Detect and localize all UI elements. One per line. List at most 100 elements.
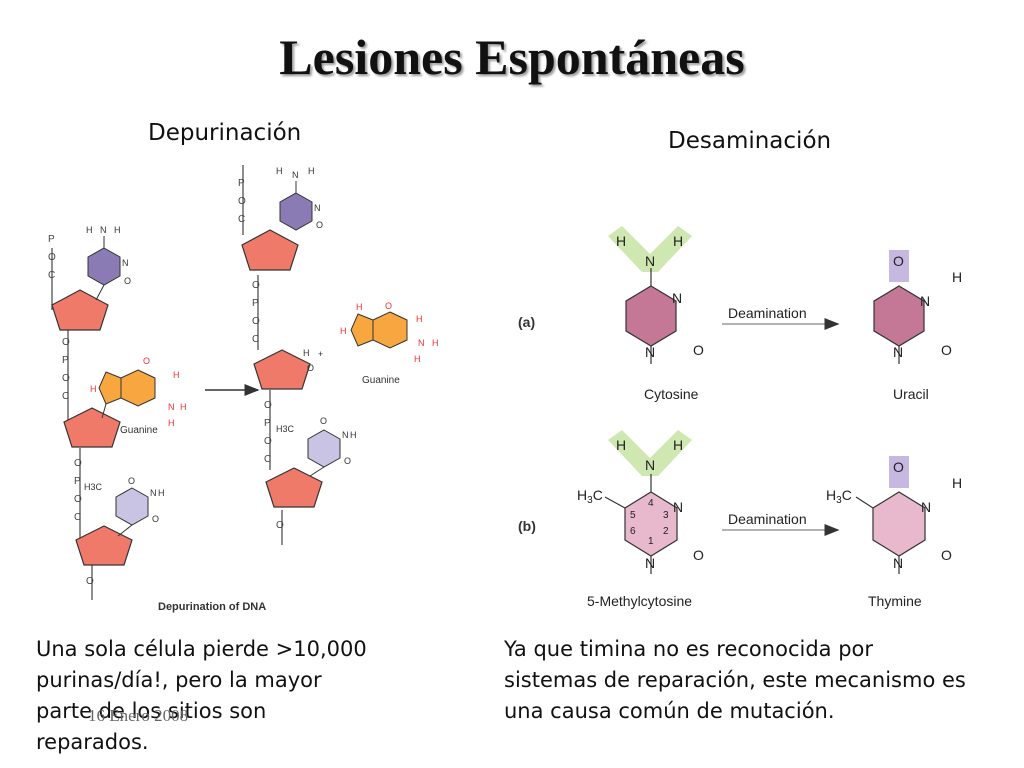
svg-text:N: N	[150, 488, 157, 498]
depurination-heading: Depurinación	[148, 120, 302, 146]
methyl-label: H3C	[84, 482, 103, 492]
svg-text:O: O	[128, 476, 135, 486]
ring-number-1: 1	[648, 536, 654, 547]
svg-text:N: N	[672, 290, 682, 306]
backbone-p: P	[62, 355, 69, 366]
dna-strand-before	[51, 248, 93, 600]
backbone-c: C	[74, 512, 81, 523]
oxygen-highlight	[889, 456, 909, 488]
svg-text:H: H	[168, 418, 175, 428]
reactant-b-label: 5-Methylcytosine	[587, 593, 692, 609]
cytosine-ring	[625, 285, 677, 347]
svg-text:N: N	[418, 338, 425, 348]
caption-depurination: Una sola célula pierde >10,000 purinas/d…	[36, 634, 367, 758]
svg-text:O: O	[316, 220, 323, 230]
caption-line: purinas/día!, pero la mayor	[36, 668, 322, 692]
backbone-o: O	[74, 494, 82, 505]
svg-text:H: H	[173, 370, 180, 380]
svg-text:N: N	[645, 555, 655, 571]
svg-text:H: H	[86, 225, 93, 235]
amine-highlight	[608, 226, 692, 272]
backbone-o: O	[62, 337, 70, 348]
svg-text:H3C: H3C	[577, 487, 603, 506]
caption-line: una causa común de mutación.	[504, 699, 835, 723]
svg-text:O: O	[307, 363, 314, 373]
backbone-p: P	[48, 234, 55, 245]
svg-text:N: N	[168, 402, 175, 412]
uracil-ring	[873, 285, 925, 347]
svg-text:H: H	[276, 166, 283, 176]
atom-o: O	[143, 356, 150, 366]
svg-text:N: N	[920, 293, 930, 309]
svg-text:N: N	[645, 253, 655, 269]
ring-position-numbers: 1 2 3 4 5 6	[630, 498, 669, 547]
purine-base	[120, 369, 156, 407]
footer-date: 16 Enero 2008	[88, 706, 189, 725]
slide-title: Lesiones Espontáneas	[279, 29, 745, 85]
reactant-a-label: Cytosine	[644, 386, 699, 402]
backbone-o: O	[264, 400, 272, 411]
svg-text:N: N	[292, 170, 299, 180]
backbone-o: O	[86, 576, 94, 587]
svg-text:O: O	[941, 342, 952, 358]
dna-strand-after	[242, 165, 283, 545]
svg-text:N: N	[342, 430, 349, 440]
svg-text:H: H	[356, 302, 363, 312]
ring-number-3: 3	[663, 510, 669, 521]
backbone-o: O	[252, 316, 260, 327]
svg-text:N: N	[645, 457, 655, 473]
svg-text:H: H	[180, 402, 187, 412]
backbone-o: O	[276, 520, 284, 531]
svg-text:H: H	[303, 348, 310, 358]
svg-text:H: H	[952, 269, 962, 285]
deoxyribose-sugar	[253, 349, 311, 390]
backbone-p: P	[74, 476, 81, 487]
backbone-o: O	[48, 252, 56, 263]
svg-text:H: H	[90, 384, 97, 394]
svg-text:H: H	[114, 225, 121, 235]
backbone-p: P	[252, 298, 259, 309]
deoxyribose-sugar	[265, 467, 323, 508]
deoxyribose-sugar	[63, 407, 121, 448]
arrow-a-label: Deamination	[728, 305, 807, 321]
product-a-label: Uracil	[893, 386, 929, 402]
plus-sign: +	[318, 349, 323, 359]
svg-text:N: N	[100, 225, 107, 235]
pyrimidine-base	[115, 487, 149, 526]
pyrimidine-base	[279, 192, 313, 231]
backbone-c: C	[264, 454, 271, 465]
svg-text:H: H	[158, 488, 165, 498]
svg-text:O: O	[385, 301, 392, 311]
svg-text:N: N	[893, 344, 903, 360]
arrow-b-label: Deamination	[728, 511, 807, 527]
caption-line: Una sola célula pierde >10,000	[36, 637, 367, 661]
amine-highlight	[608, 430, 692, 476]
svg-text:O: O	[893, 459, 904, 475]
pyrimidine-base	[307, 429, 341, 468]
purine-base	[98, 371, 122, 405]
thymine-ring	[872, 491, 926, 557]
caption-line: parte de los sitios son	[36, 699, 267, 723]
ring-number-6: 6	[630, 526, 636, 537]
svg-text:H: H	[432, 338, 439, 348]
svg-text:H: H	[616, 233, 626, 249]
backbone-o: O	[238, 196, 246, 207]
svg-text:O: O	[124, 276, 131, 286]
caption-line: Ya que timina no es reconocida por	[504, 637, 874, 661]
methyl-label: H3C	[276, 424, 295, 434]
backbone-o: O	[62, 373, 70, 384]
svg-text:N: N	[122, 258, 129, 268]
row-a-label: (a)	[518, 314, 535, 330]
backbone-o: O	[252, 280, 260, 291]
backbone-c: C	[238, 214, 245, 225]
deoxyribose-sugar	[241, 229, 299, 271]
ring-number-5: 5	[630, 510, 636, 521]
svg-text:N: N	[314, 203, 321, 213]
free-guanine-base	[350, 313, 374, 347]
backbone-p: P	[264, 418, 271, 429]
guanine-label-left: Guanine	[120, 425, 158, 436]
svg-text:N: N	[893, 555, 903, 571]
backbone-o: O	[264, 436, 272, 447]
